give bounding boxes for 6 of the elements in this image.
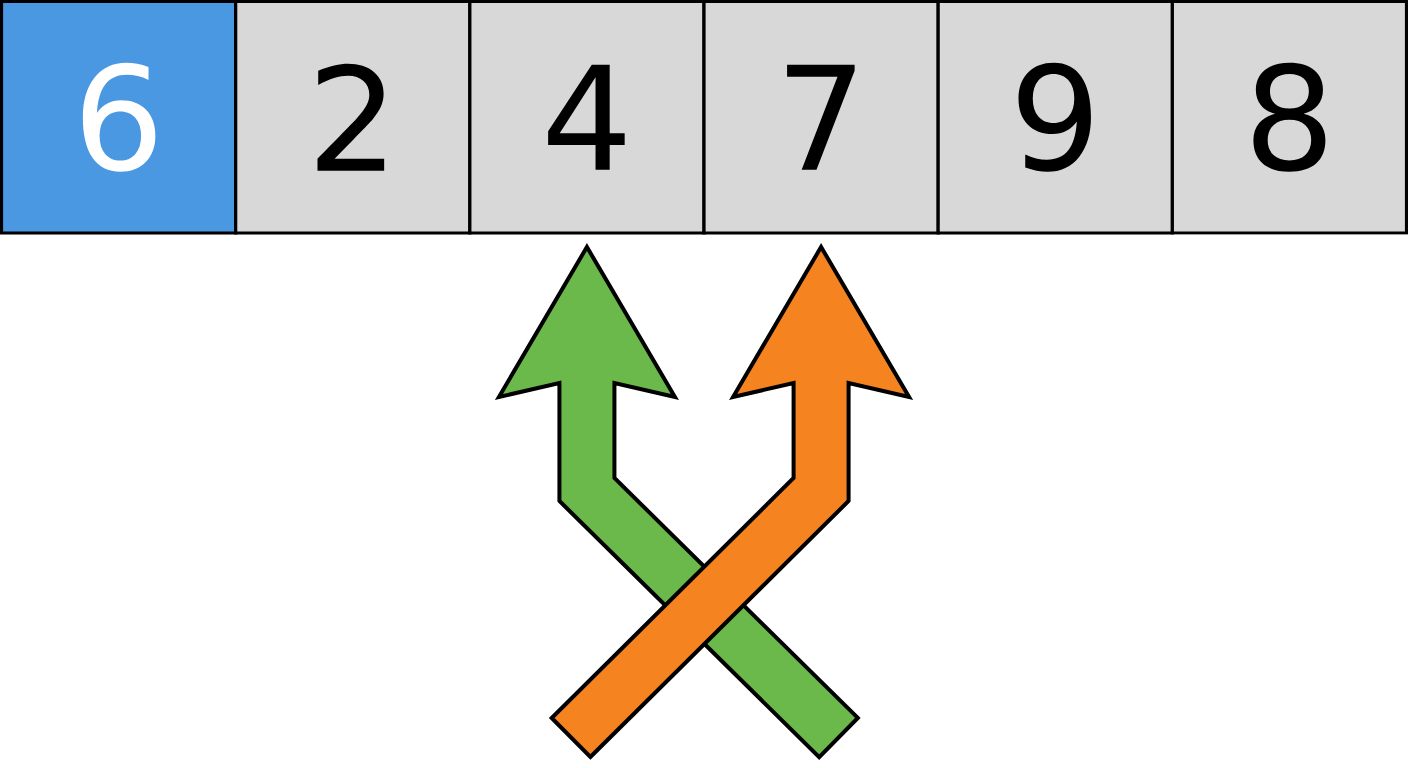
array-cell: 4 [468,0,706,235]
array-cell: 9 [936,0,1174,235]
array-cell: 8 [1170,0,1408,235]
array-cell: 7 [702,0,940,235]
array-cell: 6 [0,0,238,235]
array-cell: 2 [234,0,472,235]
